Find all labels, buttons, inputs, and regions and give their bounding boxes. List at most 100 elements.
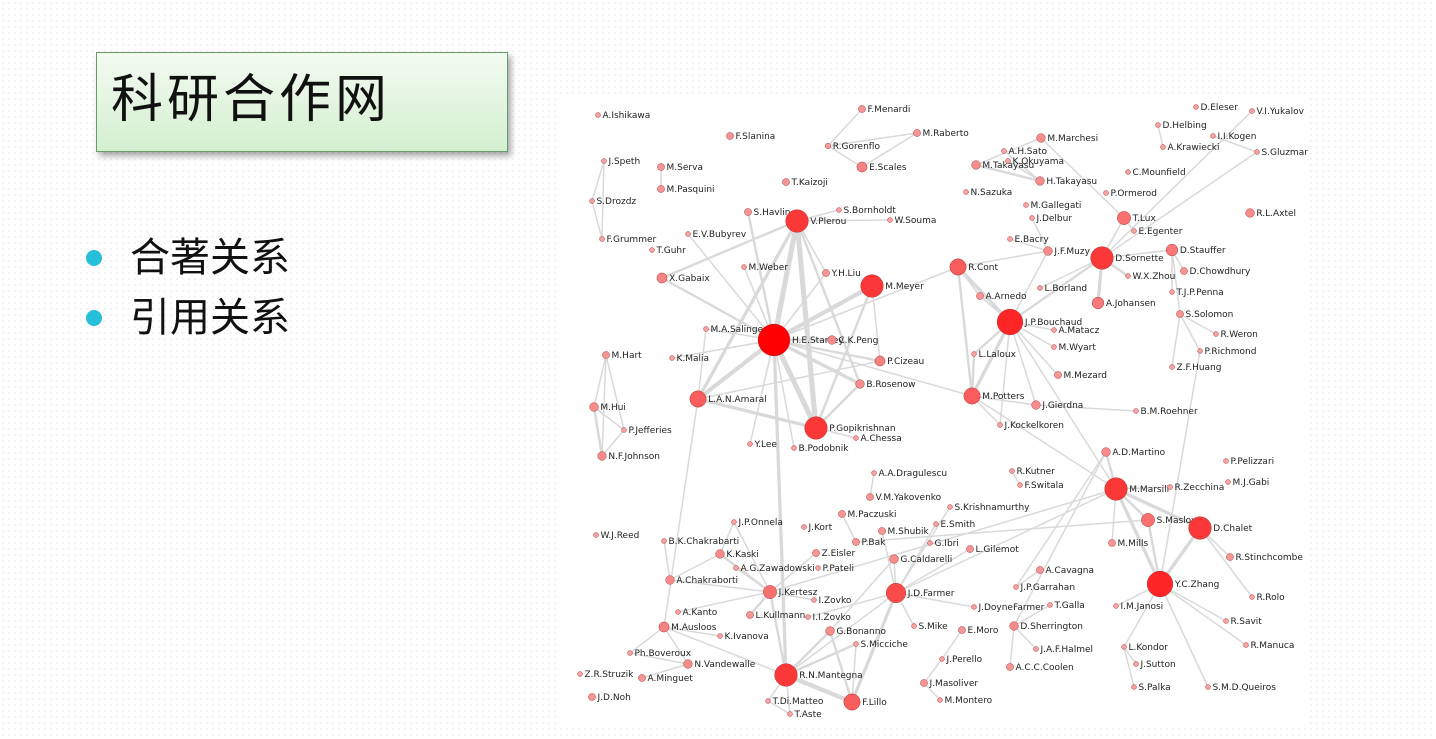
network-node <box>1029 215 1035 221</box>
network-node <box>1133 661 1139 667</box>
node-label: N.Vandewalle <box>694 660 755 670</box>
network-node <box>874 355 886 367</box>
node-label: M.Weber <box>748 263 788 273</box>
network-edge <box>773 338 881 363</box>
network-node <box>656 272 668 284</box>
network-node <box>1125 169 1131 175</box>
node-label: S.Gluzman <box>1261 148 1308 158</box>
network-edge <box>895 506 951 594</box>
node-label: Z.F.Huang <box>1176 363 1221 373</box>
network-node <box>1108 539 1116 547</box>
node-label: I.I.Kogen <box>1217 132 1256 142</box>
node-label: M.Serva <box>667 163 703 173</box>
network-node <box>871 470 877 476</box>
network-node <box>913 129 921 137</box>
network-edge <box>850 592 898 703</box>
network-node <box>1180 267 1188 275</box>
network-node <box>824 142 832 150</box>
network-node <box>765 698 771 704</box>
bullet-label: 合著关系 <box>130 235 290 281</box>
network-edge <box>1003 150 1041 182</box>
network-node <box>1131 228 1137 234</box>
network-edge <box>970 321 1012 397</box>
node-label: A.Krawiecki <box>1167 143 1219 153</box>
network-edge <box>1171 249 1181 315</box>
network-edge <box>772 339 788 676</box>
network-node <box>1205 684 1211 690</box>
network-edge <box>869 472 875 498</box>
network-node <box>1047 602 1053 608</box>
network-edge <box>1212 135 1258 153</box>
network-node <box>815 565 821 571</box>
node-label: R.Weron <box>1220 330 1257 340</box>
network-node <box>947 504 953 510</box>
network-node <box>825 626 835 636</box>
network-edge <box>999 321 1011 426</box>
network-edge <box>769 552 817 593</box>
node-label: J.Masoliver <box>929 679 979 689</box>
network-edge <box>1009 250 1049 323</box>
network-node <box>1054 371 1062 379</box>
node-label: C.Mounfield <box>1132 168 1185 178</box>
node-label: M.Meyer <box>885 282 924 292</box>
bullet-dot-icon <box>86 250 102 266</box>
network-edge <box>1009 238 1049 252</box>
network-edge <box>1007 160 1041 182</box>
network-node <box>920 679 928 687</box>
node-label: D.Sornette <box>1115 254 1164 264</box>
network-edge <box>601 354 607 457</box>
network-edge <box>697 360 881 400</box>
network-node <box>1210 133 1216 139</box>
node-label: R.Stinchcombe <box>1236 553 1304 563</box>
node-label: F.Lillo <box>862 698 887 708</box>
network-edge <box>1101 110 1253 259</box>
network-edge <box>1015 451 1107 588</box>
node-label: L.Kullmann <box>756 611 806 621</box>
node-label: J.Kort <box>807 523 832 533</box>
node-label: L.Laloux <box>978 350 1016 360</box>
network-node <box>971 604 977 610</box>
network-node <box>976 292 984 300</box>
network-edge <box>1009 321 1037 406</box>
network-node <box>685 231 691 237</box>
network-edge <box>895 592 975 608</box>
node-label: A.Kanto <box>682 608 717 618</box>
network-node <box>963 189 969 195</box>
network-node <box>1091 296 1105 310</box>
network-edge <box>1179 313 1217 335</box>
network-node <box>763 585 777 599</box>
network-node <box>1023 202 1029 208</box>
node-label: S.Maslov <box>1157 516 1198 526</box>
network-node <box>1243 642 1249 648</box>
network-node <box>1155 122 1161 128</box>
node-label: R.L.Axtel <box>1256 209 1296 219</box>
node-label: V.I.Yukalov <box>1256 107 1304 117</box>
node-label: P.Bak <box>862 538 887 548</box>
network-node <box>1223 618 1229 624</box>
network-node <box>911 623 917 629</box>
node-label: M.Raberto <box>923 129 970 139</box>
network-node <box>669 355 675 361</box>
node-label: X.Gabaix <box>669 274 710 284</box>
network-node <box>887 217 893 223</box>
network-node <box>812 549 820 557</box>
node-label: T.Guhr <box>655 246 686 256</box>
network-edge <box>827 132 918 147</box>
network-node <box>746 611 754 619</box>
network-node <box>782 178 790 186</box>
node-label: D.Eleser <box>1200 103 1238 113</box>
network-node <box>577 671 583 677</box>
network-edge <box>696 220 799 400</box>
network-edge <box>971 395 1117 490</box>
node-label: S.Micciche <box>860 640 908 650</box>
node-label: J.Kockelkoren <box>1003 421 1064 431</box>
network-node <box>1169 364 1175 370</box>
node-label: B.Podobnik <box>798 444 849 454</box>
network-edge <box>855 519 1149 543</box>
network-edge <box>957 250 1049 268</box>
node-label: M.Paczuski <box>848 510 897 520</box>
network-node <box>1141 513 1155 527</box>
node-label: J.Delbur <box>1035 214 1072 224</box>
network-edge <box>827 108 863 147</box>
network-node <box>1169 289 1175 295</box>
